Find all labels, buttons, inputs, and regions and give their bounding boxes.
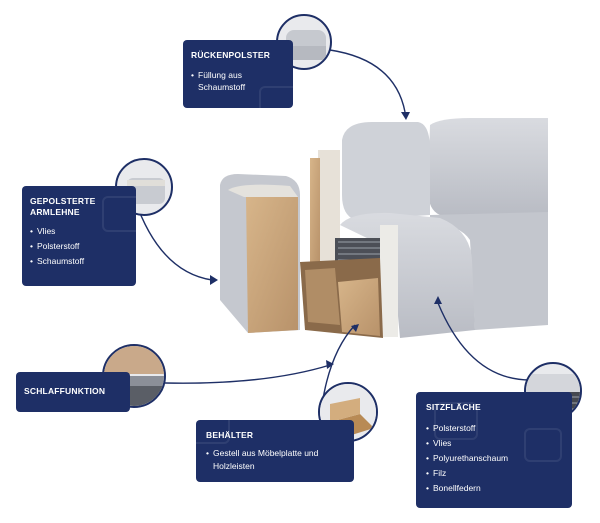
callout-armlehne: GEPOLSTERTE ARMLEHNE Vlies Polsterstoff … — [22, 186, 136, 286]
back-frame-layer — [318, 150, 340, 270]
armrest-wood-panel — [246, 197, 298, 333]
back-cushion-left — [342, 122, 430, 220]
callout-sitzflaeche-item: Filz — [426, 468, 562, 478]
back-frame-wood — [310, 158, 320, 263]
connector-sitzflaeche — [437, 302, 531, 381]
callout-sitzflaeche-title: SITZFLÄCHE — [426, 402, 481, 412]
seat-right — [430, 212, 548, 330]
callout-schlaffunktion: SCHLAFFUNKTION — [16, 372, 130, 412]
arrow-head-armlehne — [210, 275, 218, 285]
callout-armlehne-item: Vlies — [30, 226, 128, 236]
connector-schlaffunktion — [164, 364, 331, 384]
callout-behaelter: BEHÄLTER Gestell aus Möbelplatte und Hol… — [196, 420, 354, 482]
arrow-head-schlaffunktion — [326, 360, 334, 369]
callout-sitzflaeche-item: Polyurethanschaum — [426, 453, 562, 463]
arrow-head-behaelter — [351, 324, 359, 332]
callout-behaelter-item: Gestell aus Möbelplatte und Holzleisten — [206, 447, 334, 473]
connector-rueckenpolster — [329, 49, 406, 113]
storage-box-wall — [338, 278, 380, 336]
seat-foam-layer — [380, 225, 398, 337]
callout-schlaffunktion-title: SCHLAFFUNKTION — [24, 386, 106, 396]
callout-armlehne-title-line2: ARMLEHNE — [30, 207, 80, 217]
back-cushion-right — [428, 118, 548, 215]
callout-sitzflaeche-item: Polsterstoff — [426, 423, 562, 433]
callout-sitzflaeche: SITZFLÄCHE Polsterstoff Vlies Polyuretha… — [416, 392, 572, 508]
storage-box-inner — [305, 268, 340, 325]
callout-sitzflaeche-item: Vlies — [426, 438, 562, 448]
callout-rueckenpolster: RÜCKENPOLSTER Füllung aus Schaumstoff — [183, 40, 293, 108]
callout-sitzflaeche-item: Bonellfedern — [426, 483, 562, 493]
callout-rueckenpolster-title: RÜCKENPOLSTER — [191, 50, 271, 60]
armrest-top — [228, 184, 298, 197]
callout-behaelter-title: BEHÄLTER — [206, 430, 254, 440]
arrow-head-rueckenpolster — [401, 112, 410, 120]
callout-armlehne-title-line1: GEPOLSTERTE — [30, 196, 96, 206]
callout-rueckenpolster-item: Füllung aus Schaumstoff — [191, 69, 285, 93]
arrow-head-sitzflaeche — [434, 296, 442, 304]
callout-armlehne-item: Polsterstoff — [30, 241, 128, 251]
seat-cushion — [340, 212, 475, 338]
callout-armlehne-item: Schaumstoff — [30, 256, 128, 266]
